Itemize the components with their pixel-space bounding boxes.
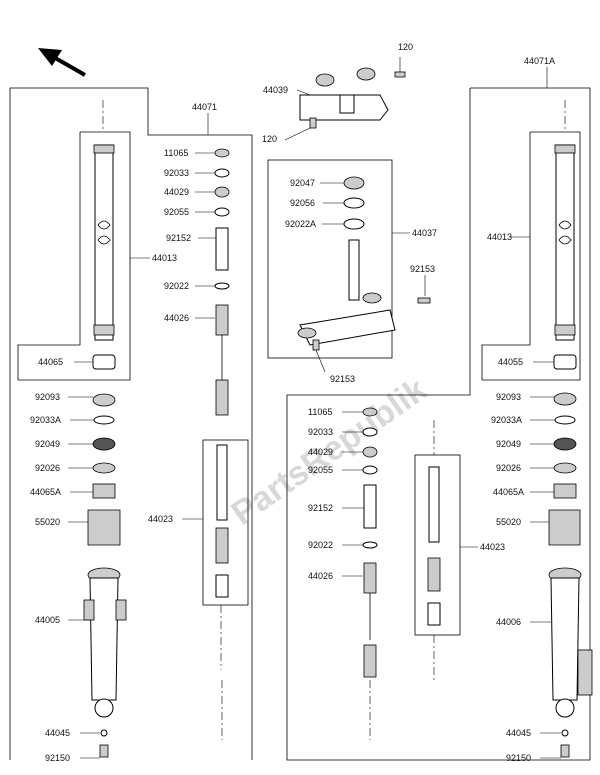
label-11065-right: 11065 bbox=[308, 407, 332, 417]
left-assembly-frame bbox=[9, 87, 253, 760]
label-92152-right: 92152 bbox=[308, 503, 333, 513]
label-44006: 44006 bbox=[496, 617, 521, 627]
label-44039: 44039 bbox=[263, 85, 288, 95]
label-92026-left: 92026 bbox=[35, 463, 60, 473]
label-92049-right: 92049 bbox=[496, 439, 521, 449]
label-92033-left: 92033 bbox=[164, 168, 189, 178]
label-120-top: 120 bbox=[398, 42, 413, 52]
bolt-120-bottom bbox=[309, 117, 317, 129]
left-damper-frame bbox=[202, 439, 249, 606]
steering-stem-44037 bbox=[297, 239, 396, 346]
right-dust-cover-55020 bbox=[548, 509, 581, 546]
left-outer-tube-44005 bbox=[83, 567, 127, 718]
label-44026-left: 44026 bbox=[164, 313, 189, 323]
right-assembly-frame bbox=[286, 87, 591, 761]
label-44029-left: 44029 bbox=[164, 187, 189, 197]
upper-bracket-44039 bbox=[299, 67, 389, 121]
left-damper-44023 bbox=[215, 444, 229, 598]
label-44045-right: 44045 bbox=[506, 728, 531, 738]
label-44045-left: 44045 bbox=[45, 728, 70, 738]
label-92056: 92056 bbox=[290, 198, 315, 208]
label-92150-left: 92150 bbox=[45, 753, 70, 763]
label-92150-right: 92150 bbox=[506, 753, 531, 763]
label-44071: 44071 bbox=[192, 102, 217, 112]
right-inner-tube bbox=[554, 144, 576, 341]
left-gasket-44045 bbox=[100, 729, 108, 737]
label-44055-right: 44055 bbox=[498, 357, 523, 367]
label-44029-right: 44029 bbox=[308, 447, 333, 457]
washer-92022a bbox=[343, 218, 365, 230]
left-inner-tube bbox=[93, 144, 115, 341]
label-44023-left: 44023 bbox=[148, 514, 173, 524]
label-44071a: 44071A bbox=[524, 56, 555, 66]
label-92047: 92047 bbox=[290, 178, 315, 188]
left-spring-44026 bbox=[215, 304, 229, 416]
label-92033-right: 92033 bbox=[308, 427, 333, 437]
left-oil-seal-92049 bbox=[92, 437, 116, 451]
label-92055-left: 92055 bbox=[164, 207, 189, 217]
label-44013-left: 44013 bbox=[152, 253, 177, 263]
label-44065a-left: 44065A bbox=[30, 487, 61, 497]
label-44005: 44005 bbox=[35, 615, 60, 625]
label-120-bottom: 120 bbox=[262, 134, 277, 144]
left-bolt-92150 bbox=[99, 744, 109, 758]
bolt-92153-b bbox=[312, 339, 320, 351]
label-92093-left: 92093 bbox=[35, 392, 60, 402]
bolt-92153-a bbox=[417, 297, 431, 304]
right-collar-92152 bbox=[363, 484, 377, 529]
right-spring-44026 bbox=[363, 562, 377, 678]
label-44026-right: 44026 bbox=[308, 571, 333, 581]
bolt-120-top bbox=[394, 71, 406, 78]
left-dust-cover-55020 bbox=[87, 509, 121, 546]
right-bushing-44055 bbox=[553, 354, 577, 370]
label-92049-left: 92049 bbox=[35, 439, 60, 449]
label-92153-b: 92153 bbox=[330, 374, 355, 384]
label-92022-right: 92022 bbox=[308, 540, 333, 550]
label-55020-left: 55020 bbox=[35, 517, 60, 527]
left-collar-92152 bbox=[215, 227, 229, 271]
label-92026-right: 92026 bbox=[496, 463, 521, 473]
label-44037: 44037 bbox=[412, 228, 437, 238]
label-44065-left: 44065 bbox=[38, 357, 63, 367]
label-92093-right: 92093 bbox=[496, 392, 521, 402]
front-direction-arrow-icon bbox=[38, 48, 86, 77]
label-92152-left: 92152 bbox=[166, 233, 191, 243]
right-outer-tube-44006 bbox=[548, 567, 593, 718]
label-92033a-left: 92033A bbox=[30, 415, 61, 425]
right-tube-frame bbox=[481, 131, 581, 381]
label-44013-right: 44013 bbox=[487, 232, 512, 242]
left-tube-frame bbox=[17, 131, 131, 381]
label-92022-left: 92022 bbox=[164, 281, 189, 291]
left-bushing-44065a bbox=[92, 483, 116, 499]
label-92153-a: 92153 bbox=[410, 264, 435, 274]
left-clip-92033a bbox=[93, 415, 115, 425]
label-55020-right: 55020 bbox=[496, 517, 521, 527]
left-washer-92026 bbox=[92, 462, 116, 474]
label-92022a: 92022A bbox=[285, 219, 316, 229]
bearing-92047 bbox=[343, 176, 365, 190]
seal-92056 bbox=[343, 197, 365, 209]
label-92055-right: 92055 bbox=[308, 465, 333, 475]
label-11065-left: 11065 bbox=[164, 148, 188, 158]
left-cap-11065 bbox=[214, 148, 230, 158]
steering-stem-frame bbox=[267, 159, 393, 359]
label-44023-right: 44023 bbox=[480, 542, 505, 552]
left-bushing-44065 bbox=[92, 354, 116, 370]
right-damper-frame bbox=[414, 454, 461, 636]
left-seal-92093 bbox=[92, 393, 116, 407]
label-44065a-right: 44065A bbox=[493, 487, 524, 497]
right-damper-44023 bbox=[427, 466, 441, 626]
label-92033a-right: 92033A bbox=[491, 415, 522, 425]
